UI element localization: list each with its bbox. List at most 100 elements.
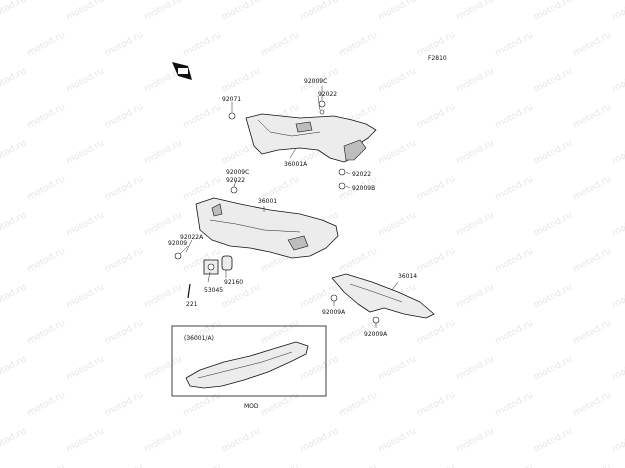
callout-labels: 92009C 92022 92071 36001A 92022 92009B 9… (168, 78, 417, 338)
watermark-text: motod.ru (299, 354, 340, 382)
watermark-text: motod.ru (572, 390, 613, 418)
diagram-ref-code: F2810 (428, 55, 447, 62)
bolt-221 (187, 283, 191, 299)
watermark-text: motod.ru (104, 318, 145, 346)
watermark-text: motod.ru (104, 462, 145, 468)
cover-36001A (245, 113, 377, 163)
watermark-text: motod.ru (104, 102, 145, 130)
watermark-text: motod.ru (65, 354, 106, 382)
watermark-text: motod.ru (455, 282, 496, 310)
watermark-text: motod.ru (299, 0, 340, 23)
screw-92009 (174, 252, 182, 260)
screw-92009A-left (330, 294, 338, 302)
watermark-text: motod.ru (299, 426, 340, 454)
washer-92022-mid (230, 186, 238, 194)
watermark-text: motod.ru (104, 246, 145, 274)
watermark-text: motod.ru (26, 462, 67, 468)
watermark-text: motod.ru (0, 354, 28, 382)
cover-36014 (331, 273, 435, 319)
watermark-text: motod.ru (572, 30, 613, 58)
bracket-53045 (203, 259, 219, 275)
watermark-text: motod.ru (143, 354, 184, 382)
watermark-text: motod.ru (494, 318, 535, 346)
watermark-text: motod.ru (455, 210, 496, 238)
watermark-text: motod.ru (143, 0, 184, 23)
inset-title: (36001/A) (184, 335, 214, 342)
watermark-text: motod.ru (26, 246, 67, 274)
watermark-text: motod.ru (455, 66, 496, 94)
watermark-text: motod.ru (533, 282, 574, 310)
watermark-text: motod.ru (377, 354, 418, 382)
watermark-text: motod.ru (26, 318, 67, 346)
watermark-text: motod.ru (143, 282, 184, 310)
watermark-text: motod.ru (533, 66, 574, 94)
screw-92009A-right (372, 316, 380, 324)
watermark-text: motod.ru (377, 210, 418, 238)
watermark-text: motod.ru (611, 138, 625, 166)
callout-92009C-top: 92009C (304, 78, 327, 85)
callout-36014: 36014 (398, 273, 417, 280)
washer-92022-top (319, 109, 325, 115)
watermark-text: motod.ru (611, 282, 625, 310)
watermark-text: motod.ru (611, 0, 625, 23)
watermark-text: motod.ru (0, 282, 28, 310)
callout-92009A-left: 92009A (322, 309, 346, 316)
watermark-text: motod.ru (455, 354, 496, 382)
watermark-text: motod.ru (221, 0, 262, 23)
watermark-text: motod.ru (182, 102, 223, 130)
watermark-text: motod.ru (533, 138, 574, 166)
callout-36001: 36001 (258, 198, 277, 205)
watermark-text: motod.ru (455, 138, 496, 166)
callout-92009B: 92009B (352, 185, 375, 192)
watermark-text: motod.ru (221, 66, 262, 94)
watermark-text: motod.ru (0, 0, 28, 23)
callout-92009: 92009 (168, 240, 187, 247)
watermark-text: motod.ru (572, 174, 613, 202)
leader-lines (179, 86, 399, 328)
watermark-text: motod.ru (416, 174, 457, 202)
watermark-text: motod.ru (338, 30, 379, 58)
watermark-text: motod.ru (611, 426, 625, 454)
grommet-92160 (221, 255, 233, 271)
watermark-text: motod.ru (572, 318, 613, 346)
watermark-text: motod.ru (143, 426, 184, 454)
watermark-text: motod.ru (65, 138, 106, 166)
watermark-text: motod.ru (494, 30, 535, 58)
callout-92022-mid: 92022 (226, 177, 245, 184)
screw-92009B (338, 182, 346, 190)
watermark-text: motod.ru (377, 66, 418, 94)
watermark-text: motod.ru (182, 462, 223, 468)
callout-92022-right: 92022 (352, 171, 371, 178)
watermark-text: motod.ru (533, 426, 574, 454)
watermark-text: motod.ru (0, 66, 28, 94)
watermark-text: motod.ru (143, 138, 184, 166)
watermark-text: motod.ru (221, 426, 262, 454)
watermark-text: motod.ru (65, 426, 106, 454)
watermark-text: motod.ru (26, 174, 67, 202)
watermark-text: motod.ru (533, 0, 574, 23)
callout-92022A: 92022A (180, 234, 204, 241)
watermark-text: motod.ru (533, 354, 574, 382)
watermark-text: motod.ru (494, 462, 535, 468)
watermark-text: motod.ru (494, 102, 535, 130)
screw-92009C-top (318, 100, 326, 108)
watermark-text: motod.ru (572, 102, 613, 130)
watermark-text: motod.ru (377, 0, 418, 23)
watermark-text: motod.ru (611, 210, 625, 238)
watermark-text: motod.ru (494, 390, 535, 418)
watermark-text: motod.ru (572, 246, 613, 274)
watermark-text: motod.ru (0, 138, 28, 166)
watermark-text: motod.ru (416, 462, 457, 468)
watermark-text: motod.ru (65, 282, 106, 310)
watermark-text: motod.ru (455, 0, 496, 23)
watermark-text: motod.ru (260, 390, 301, 418)
watermark-text: motod.ru (104, 30, 145, 58)
front-direction-icon (172, 62, 192, 80)
watermark-text: motod.ru (65, 210, 106, 238)
watermark-text: motod.ru (455, 426, 496, 454)
watermark-text: motod.ru (494, 246, 535, 274)
watermark-text: motod.ru (494, 174, 535, 202)
watermark-text: motod.ru (377, 426, 418, 454)
